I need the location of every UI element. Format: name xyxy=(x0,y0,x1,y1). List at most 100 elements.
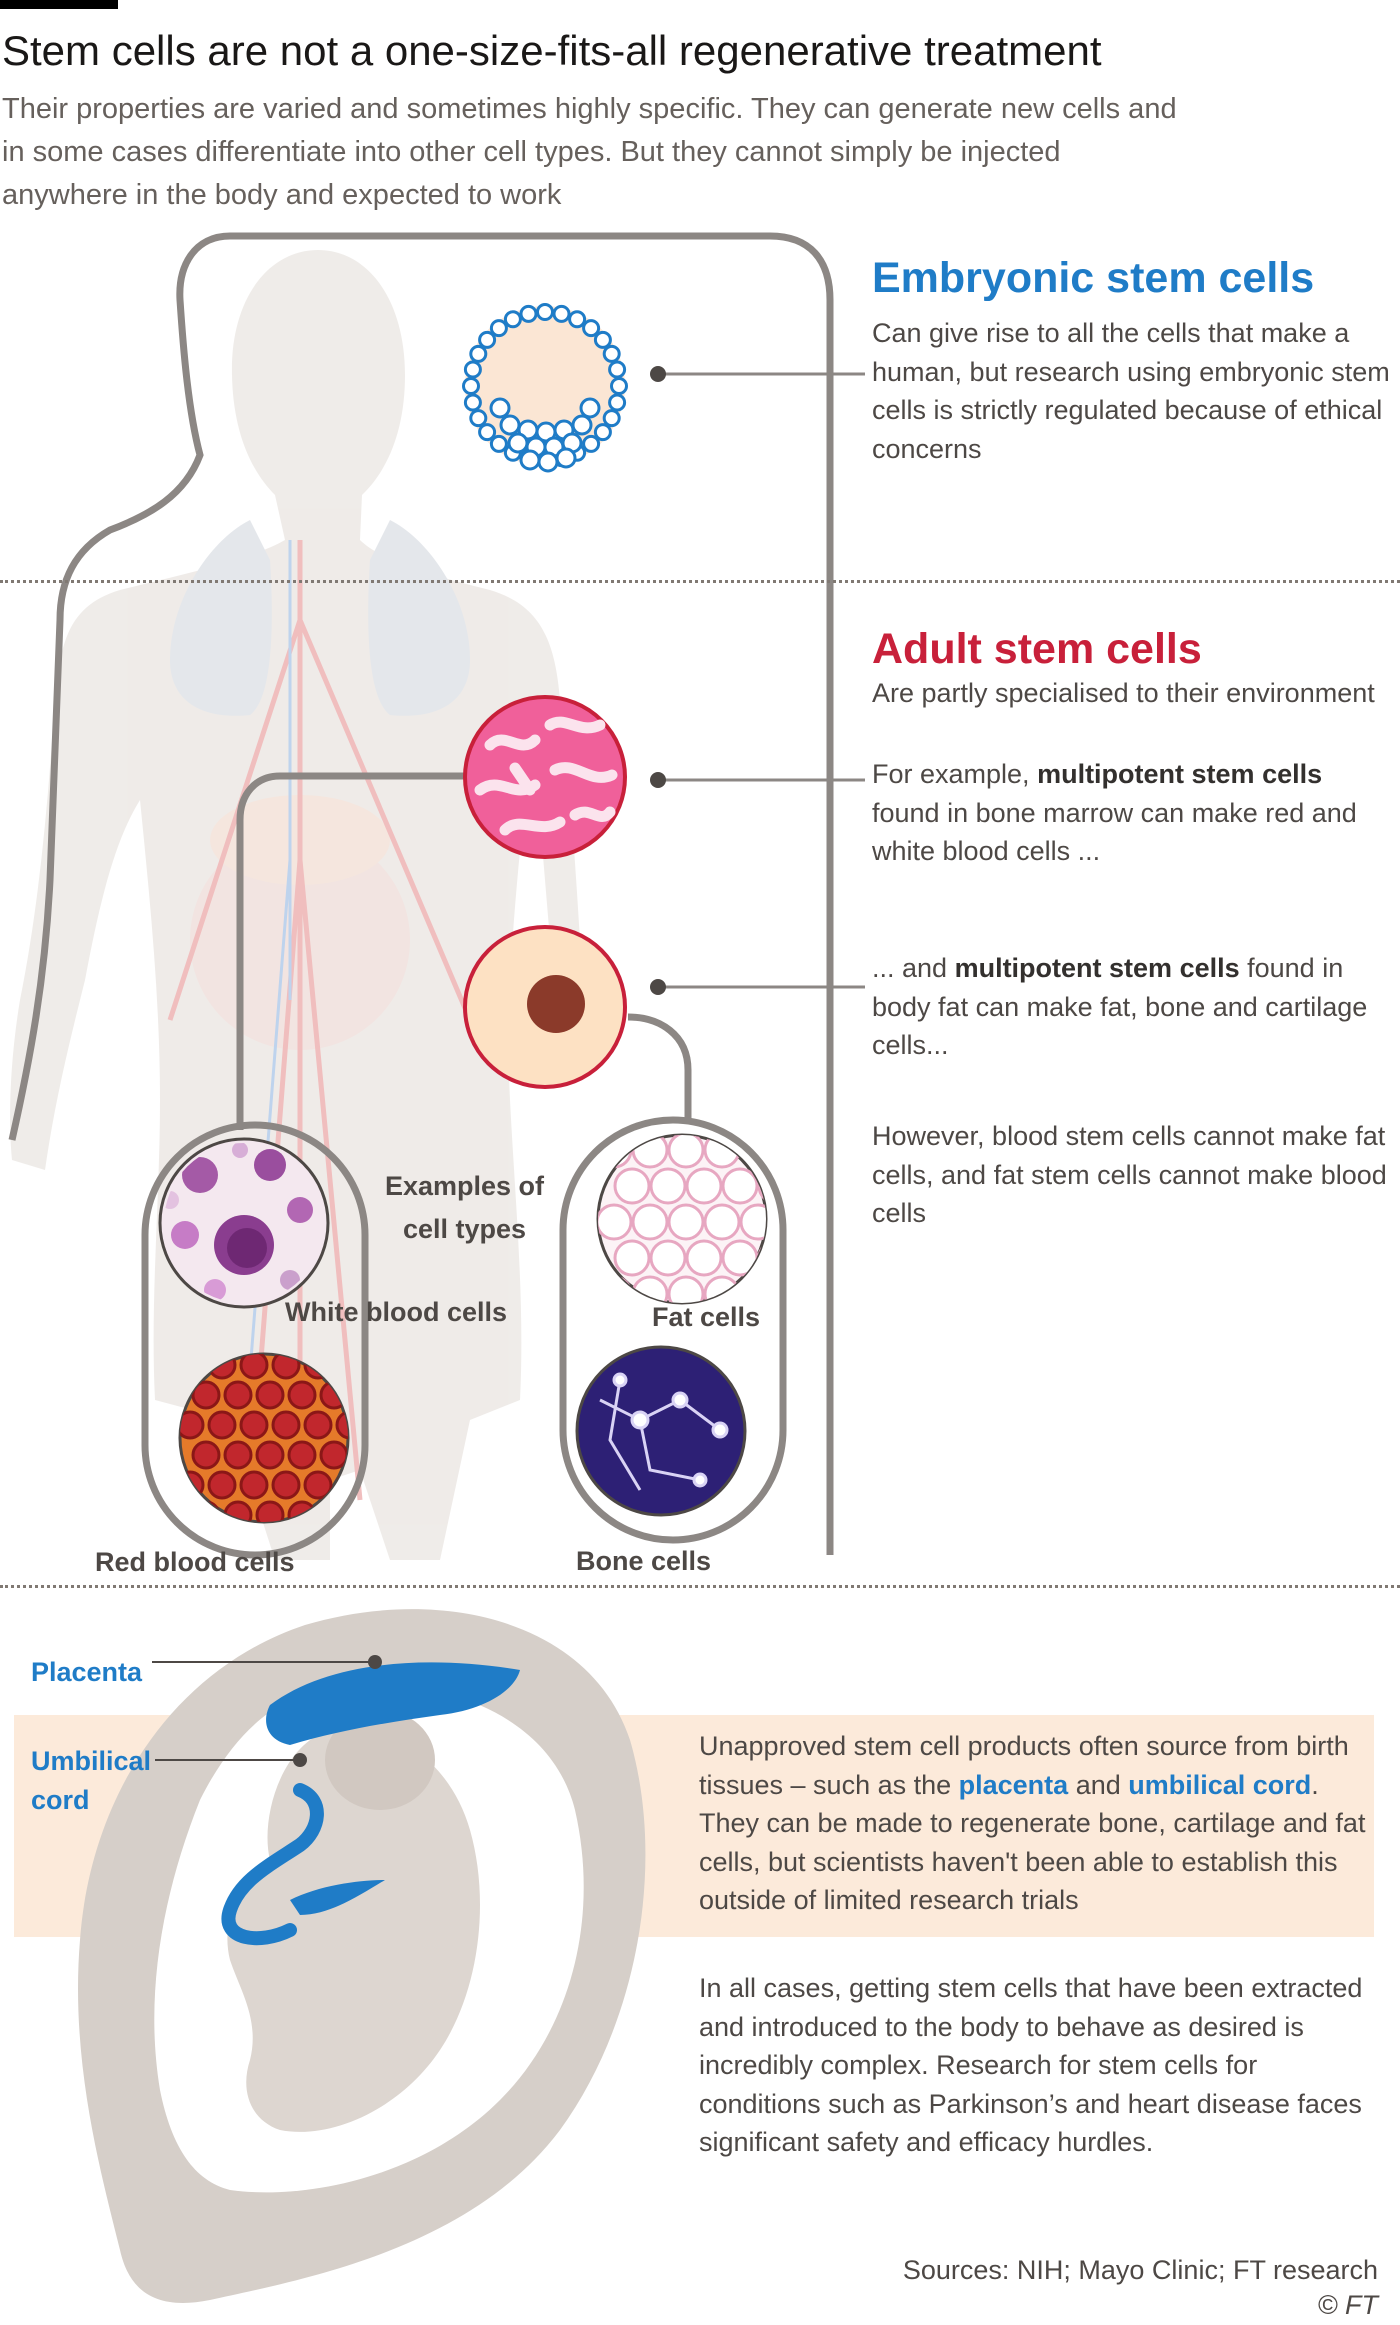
umbilical-label-line1: Umbilical xyxy=(31,1746,152,1776)
birth-tissue-description: Unapproved stem cell products often sour… xyxy=(699,1727,1369,1920)
blastocyst-inner-cell xyxy=(489,397,511,419)
fat-cell-vacuole xyxy=(631,1135,669,1169)
blastocyst-icon xyxy=(462,303,628,473)
fat-cell-vacuole xyxy=(667,1135,705,1169)
placenta-label: Placenta xyxy=(31,1657,143,1687)
red-blood-cells-label: Red blood cells xyxy=(95,1547,295,1577)
fat-text-end: found in body fat can make fat, bone and… xyxy=(872,953,1368,1060)
blastocyst-ring-cell xyxy=(463,393,482,412)
top-accent-bar xyxy=(0,0,118,9)
birth-text-cord: umbilical cord xyxy=(1128,1769,1312,1800)
red-blood-cell xyxy=(191,1440,221,1470)
fat-cell-vacuole xyxy=(667,1203,705,1241)
blastocyst-ring-cell xyxy=(519,304,538,323)
red-blood-cell xyxy=(223,1380,253,1410)
blood-text-bold: multipotent stem cells xyxy=(1037,759,1323,789)
blastocyst-ring-cell xyxy=(602,409,621,428)
fat-cells-image xyxy=(596,1133,768,1305)
page-title: Stem cells are not a one-size-fits-all r… xyxy=(2,27,1102,74)
red-blood-cell xyxy=(223,1440,253,1470)
page-subtitle: Their properties are varied and sometime… xyxy=(2,93,1177,211)
blood-stem-cell-icon xyxy=(463,695,627,859)
red-blood-cell xyxy=(287,1440,317,1470)
blastocyst-ring-cell xyxy=(608,393,627,412)
section-divider-1 xyxy=(0,580,1400,583)
cell-types-heading-line1: Examples of xyxy=(384,1171,545,1201)
blood-stem-description: For example, multipotent stem cells foun… xyxy=(872,755,1392,871)
red-blood-cell xyxy=(191,1500,221,1522)
red-blood-cell xyxy=(271,1470,301,1500)
blastocyst-ring-cell xyxy=(469,344,488,363)
blastocyst-ring-cell xyxy=(469,409,488,428)
ft-credit: © FT xyxy=(1317,2290,1378,2320)
red-blood-cell xyxy=(319,1440,348,1470)
umbilical-cord-label: Umbilical cord xyxy=(31,1742,151,1820)
section-divider-2 xyxy=(0,1585,1400,1588)
blastocyst-ring-cell xyxy=(462,377,480,395)
white-blood-cells-label: White blood cells xyxy=(285,1297,508,1327)
red-blood-cell xyxy=(239,1470,269,1500)
fat-cell-vacuole xyxy=(649,1167,687,1205)
birth-text-and: and xyxy=(1068,1769,1129,1800)
fat-cell-vacuole xyxy=(721,1167,759,1205)
umbilical-label-line2: cord xyxy=(31,1785,90,1815)
blastocyst-ring-cell xyxy=(602,344,621,363)
blastocyst-ring-cell xyxy=(503,310,522,329)
fat-text-start: ... and xyxy=(872,953,955,983)
blastocyst-inner-cell xyxy=(571,414,593,436)
fat-cell-vacuole xyxy=(685,1239,723,1277)
blastocyst-ring-cell xyxy=(489,434,508,453)
fat-stem-cell-icon xyxy=(463,925,627,1089)
fat-bone-capsule xyxy=(559,1116,787,1544)
blastocyst-ring-cell xyxy=(593,423,612,442)
fat-cells-label: Fat cells xyxy=(652,1302,761,1332)
fat-cell-vacuole xyxy=(613,1167,651,1205)
sources-line: Sources: NIH; Mayo Clinic; FT research xyxy=(902,2255,1378,2285)
red-blood-cell xyxy=(303,1470,333,1500)
bone-cells-label: Bone cells xyxy=(576,1546,712,1576)
blastocyst-inner-cell xyxy=(555,447,577,469)
blood-cells-capsule xyxy=(141,1121,369,1559)
blastocyst-ring-cell xyxy=(478,330,497,349)
embryonic-description: Can give rise to all the cells that make… xyxy=(872,318,1390,464)
embryonic-heading: Embryonic stem cells xyxy=(872,254,1315,302)
fat-cell-vacuole xyxy=(721,1239,759,1277)
blood-lineage-path xyxy=(236,772,470,1130)
red-blood-cell xyxy=(255,1440,285,1470)
blastocyst-ring-cell xyxy=(593,330,612,349)
placenta-pointer-dot xyxy=(368,1655,382,1669)
blood-stem-pointer-dot xyxy=(650,772,666,788)
red-blood-cell xyxy=(255,1380,285,1410)
red-blood-cell xyxy=(303,1410,333,1440)
blastocyst-ring-cell xyxy=(610,377,628,395)
umbilical-cord-pointer-dot xyxy=(293,1753,307,1767)
red-blood-cell xyxy=(207,1410,237,1440)
blastocyst-ring-cell xyxy=(568,310,587,329)
blastocyst-ring-cell xyxy=(478,423,497,442)
fat-lineage-path xyxy=(627,1013,692,1122)
bone-cells-image xyxy=(575,1345,747,1517)
all-cases-note: In all cases, getting stem cells that ha… xyxy=(699,1973,1363,2157)
birth-text-placenta: placenta xyxy=(958,1769,1069,1800)
fat-cell-vacuole xyxy=(649,1239,687,1277)
white-blood-cells-image xyxy=(158,1137,330,1309)
birth-text-end: . They can be made to regenerate bone, c… xyxy=(699,1769,1366,1916)
blastocyst-inner-cell xyxy=(519,449,541,471)
blastocyst-ring-cell xyxy=(582,319,601,338)
red-blood-cell xyxy=(335,1410,348,1440)
fat-cell-vacuole xyxy=(739,1203,766,1241)
fat-cell-vacuole xyxy=(631,1203,669,1241)
cell-types-heading-line2: cell types xyxy=(402,1214,527,1244)
red-blood-cell xyxy=(207,1470,237,1500)
blastocyst-ring-cell xyxy=(463,360,482,379)
red-blood-cell xyxy=(271,1410,301,1440)
blastocyst-inner-cell xyxy=(537,451,559,473)
fat-stem-pointer-dot xyxy=(650,979,666,995)
blastocyst-ring-cell xyxy=(536,303,554,321)
blastocyst-ring-cell xyxy=(608,360,627,379)
red-blood-cell xyxy=(180,1410,205,1440)
fat-stem-description: ... and multipotent stem cells found in … xyxy=(872,949,1392,1065)
fat-cell-vacuole xyxy=(757,1167,766,1205)
blood-text-start: For example, xyxy=(872,759,1038,789)
